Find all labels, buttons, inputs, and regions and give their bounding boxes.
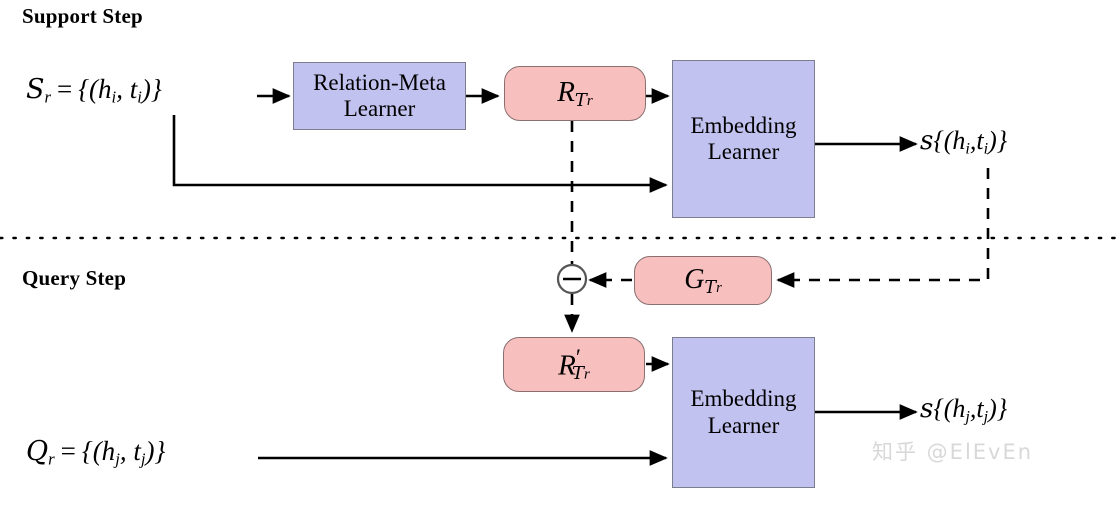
relation-meta-learner-box[interactable]: Relation-Meta Learner	[293, 62, 466, 130]
query-set-equals: =	[60, 436, 76, 466]
score-query-rhs-sub2: j	[983, 408, 989, 426]
score-support-rhs-open: {(h	[933, 126, 966, 155]
gradient-meta-box[interactable]: GTr	[634, 256, 772, 305]
support-step-title: Support Step	[22, 4, 143, 28]
embedding-learner-query-box[interactable]: Embedding Learner	[672, 337, 815, 488]
embedding-learner-query-label-line2: Learner	[707, 412, 780, 438]
query-set-rhs-open: {(h	[81, 436, 116, 466]
query-set-rhs-sub2: j	[140, 449, 146, 469]
query-set-rhs-close: )}	[145, 436, 166, 466]
score-query-symbol: s	[920, 394, 934, 424]
embedding-learner-support-label-line2: Learner	[707, 139, 780, 164]
score-query-rhs-mid: ,t	[969, 394, 984, 423]
gradient-meta-symbol: G	[684, 263, 705, 295]
score-support-rhs-close: )}	[988, 126, 1008, 155]
query-set-rhs-mid: , t	[119, 436, 141, 466]
gradient-meta-subscript: T	[704, 277, 717, 298]
query-set-rhs-sub1: j	[115, 449, 120, 469]
support-set-rhs-open: {(h	[78, 74, 112, 104]
support-set-rhs-mid: , t	[116, 74, 138, 104]
support-set-subscript: r	[44, 87, 52, 107]
query-set-symbol: Q	[26, 436, 49, 467]
query-set-subscript: r	[48, 449, 55, 469]
score-support-rhs-sub2: i	[983, 140, 989, 158]
support-set-symbol: S	[26, 74, 45, 105]
gradient-meta-subsubscript: r	[716, 279, 722, 296]
relation-meta-query-box[interactable]: R′Tr	[503, 337, 645, 392]
score-support-label: s{(hi,ti)}	[920, 126, 1007, 159]
relation-meta-query-prime: ′	[575, 344, 581, 371]
embedding-learner-support-box[interactable]: Embedding Learner	[672, 60, 815, 218]
relation-meta-query-subsubscript: r	[583, 366, 590, 383]
relation-meta-learner-label-line2: Learner	[343, 96, 416, 121]
score-query-rhs-close: )}	[988, 394, 1008, 423]
relation-meta-support-subsubscript: r	[586, 93, 593, 110]
relation-meta-support-symbol: R	[557, 75, 575, 108]
relation-meta-query-subscript: T	[571, 363, 584, 385]
arrow-support-set-elbow	[172, 115, 668, 193]
query-set-formula: Qr={(hj, tj)}	[26, 436, 165, 470]
relation-meta-learner-label-line1: Relation-Meta	[313, 69, 446, 95]
relation-meta-support-subscript: T	[574, 90, 587, 112]
watermark-text: 知乎 @ElEvEn	[872, 440, 1034, 464]
score-support-rhs-sub1: i	[965, 140, 970, 158]
support-set-formula: Sr={(hi, ti)}	[26, 74, 162, 108]
support-set-equals: =	[57, 74, 73, 104]
score-query-rhs-open: {(h	[933, 394, 966, 423]
relation-meta-support-box[interactable]: RTr	[504, 66, 646, 121]
score-support-rhs-mid: ,t	[969, 126, 984, 155]
score-query-rhs-sub1: j	[965, 408, 970, 426]
relation-meta-query-symbol: R	[558, 349, 576, 382]
query-step-title: Query Step	[22, 266, 127, 290]
support-set-rhs-sub2: i	[137, 87, 142, 107]
support-set-rhs-close: )}	[141, 74, 162, 104]
support-set-rhs-sub1: i	[111, 87, 117, 107]
embedding-learner-support-label-line1: Embedding	[690, 112, 797, 138]
score-query-label: s{(hj,tj)}	[920, 394, 1007, 427]
embedding-learner-query-label-line1: Embedding	[690, 386, 797, 412]
score-support-symbol: s	[920, 126, 934, 156]
